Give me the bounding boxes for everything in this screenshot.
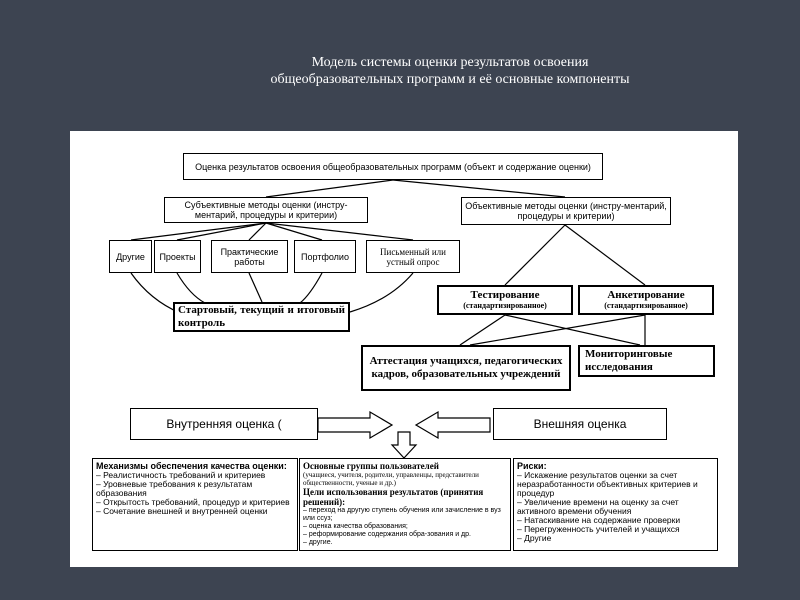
user-groups-block: Основные группы пользователей (учащиеся,…	[299, 458, 511, 551]
subjective-methods-text: Субъективные методы оценки (инстру-мента…	[184, 200, 348, 220]
objective-methods-box: Объективные методы оценки (инстру-ментар…	[461, 197, 671, 225]
goal-item: – оценка качества образования;	[303, 523, 408, 530]
external-assessment-text: Внешняя оценка	[533, 417, 627, 431]
slide-title-line-2: общеобразовательных программ и её основн…	[270, 72, 630, 87]
method-projects-box: Проекты	[154, 240, 201, 273]
top-box: Оценка результатов освоения общеобразова…	[183, 153, 603, 180]
control-text: Стартовый, текущий и итоговый контроль	[178, 304, 345, 329]
method-projects-text: Проекты	[159, 251, 196, 262]
survey-box: Анкетирование (стандартизированное)	[578, 285, 714, 315]
risk-item: – Натаскивание на содержание проверки	[517, 515, 681, 525]
attestation-box: Аттестация учащихся, педагогических кадр…	[361, 345, 571, 391]
control-box: Стартовый, текущий и итоговый контроль	[173, 302, 350, 332]
testing-subtitle: (стандартизированное)	[463, 301, 547, 310]
risks-block: Риски: – Искажение результатов оценки за…	[513, 458, 718, 551]
goals-title: Цели использования результатов (принятия…	[303, 487, 484, 507]
risk-item: – Другие	[517, 533, 552, 543]
survey-subtitle: (стандартизированное)	[604, 301, 688, 310]
mechanisms-item: – Уровневые требования к результатам обр…	[96, 479, 253, 498]
top-box-text: Оценка результатов освоения общеобразова…	[195, 161, 591, 172]
method-portfolio-box: Портфолио	[294, 240, 356, 273]
method-survey-box: Письменный или устный опрос	[366, 240, 460, 273]
external-assessment-box: Внешняя оценка	[493, 408, 667, 440]
goal-item: – переход на другую ступень обучения или…	[303, 507, 501, 522]
method-portfolio-text: Портфолио	[301, 251, 349, 262]
testing-box: Тестирование (стандартизированное)	[437, 285, 573, 315]
risks-title: Риски:	[517, 461, 547, 471]
risk-item: – Искажение результатов оценки за счет н…	[517, 470, 698, 498]
goal-item: – другие.	[303, 539, 333, 546]
method-survey-text: Письменный или устный опрос	[380, 246, 446, 267]
method-other-box: Другие	[109, 240, 152, 273]
method-other-text: Другие	[116, 251, 145, 262]
attestation-text: Аттестация учащихся, педагогических кадр…	[369, 355, 563, 380]
slide-title: Модель системы оценки результатов освоен…	[200, 54, 700, 88]
objective-methods-text: Объективные методы оценки (инстру-ментар…	[465, 201, 667, 221]
mechanisms-block: Механизмы обеспечения качества оценки: –…	[92, 458, 298, 551]
user-groups-subtitle: (учащиеся, учителя, родители, управленцы…	[303, 471, 479, 487]
monitoring-text: Мониторинговые исследования	[585, 348, 673, 373]
internal-assessment-box: Внутренняя оценка (	[130, 408, 318, 440]
testing-title: Тестирование	[470, 289, 540, 301]
method-practical-box: Практические работы	[211, 240, 288, 273]
goal-item: – реформирование содержания обра-зования…	[303, 531, 471, 538]
survey-title: Анкетирование	[607, 289, 685, 301]
user-groups-title: Основные группы пользователей	[303, 461, 439, 471]
mechanisms-item: – Сочетание внешней и внутренней оценки	[96, 506, 268, 516]
mechanisms-item: – Реалистичность требований и критериев	[96, 470, 266, 480]
slide-title-line-1: Модель системы оценки результатов освоен…	[311, 55, 589, 70]
risk-item: – Увеличение времени на оценку за счет а…	[517, 497, 679, 516]
mechanisms-title: Механизмы обеспечения качества оценки:	[96, 461, 287, 471]
internal-assessment-text: Внутренняя оценка (	[166, 417, 282, 431]
risk-item: – Перегруженность учителей и учащихся	[517, 524, 680, 534]
mechanisms-item: – Открытость требований, процедур и крит…	[96, 497, 290, 507]
monitoring-box: Мониторинговые исследования	[578, 345, 715, 377]
subjective-methods-box: Субъективные методы оценки (инстру-мента…	[164, 197, 368, 223]
method-practical-text: Практические работы	[220, 246, 279, 267]
